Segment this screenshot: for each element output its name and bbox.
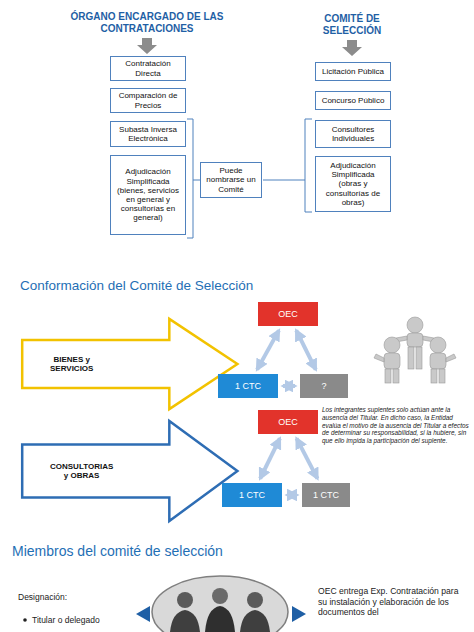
- node-text: CONSULTORIAS y OBRAS: [50, 462, 113, 480]
- people-figures: [374, 317, 456, 383]
- meeting-illustration: [152, 576, 288, 632]
- connector: [257, 330, 279, 369]
- node-text: ?: [321, 381, 326, 391]
- role-box: 1 CTC: [218, 374, 278, 398]
- node-text: Concurso Público: [322, 96, 385, 105]
- blue-arrow: [292, 606, 306, 622]
- down-arrow: [137, 38, 157, 54]
- role-box: ?: [300, 374, 348, 398]
- section-heading: ÓRGANO ENCARGADO DE LAS CONTRATACIONES: [62, 11, 232, 35]
- node-text: Puede nombrarse un Comité: [204, 166, 258, 194]
- body-text: OEC entrega Exp. Contratación para su in…: [318, 586, 468, 618]
- arrow-outline: [20, 420, 240, 522]
- node-text: 1 CTC: [313, 490, 339, 500]
- process-box: Contratación Directa: [110, 56, 186, 81]
- node-text: OEC: [278, 309, 298, 319]
- blue-arrow: [136, 606, 150, 622]
- node-text: Consultores Individuales: [319, 125, 387, 143]
- node-text: 1 CTC: [235, 381, 261, 391]
- connector: [287, 493, 297, 497]
- block-arrow: BIENES y SERVICIOS: [20, 318, 240, 410]
- node-text: 1 CTC: [239, 490, 265, 500]
- node-text: Adjudicación Simplificada (obras y consu…: [319, 161, 387, 207]
- process-box: Licitación Pública: [315, 62, 391, 81]
- process-box: Consultores Individuales: [315, 120, 391, 148]
- section-heading: Conformación del Comité de Selección: [20, 278, 320, 293]
- down-arrow: [342, 40, 362, 56]
- role-box: 1 CTC: [222, 483, 282, 507]
- role-box: OEC: [258, 410, 318, 434]
- process-box: Comparación de Precios: [110, 88, 186, 113]
- node-text: Contratación Directa: [114, 59, 182, 77]
- section-heading: Miembros del comité de selección: [12, 543, 332, 559]
- node-text: Subasta Inversa Electrónica: [114, 125, 182, 143]
- bullet: [23, 618, 27, 622]
- node-text: Comparación de Precios: [114, 91, 182, 109]
- node-text: OEC: [278, 417, 298, 427]
- node-text: Adjudicación Simplificada (bienes, servi…: [114, 167, 182, 222]
- connector: [296, 330, 316, 369]
- role-box: OEC: [258, 302, 318, 326]
- note-text: Los integrantes suplentes solo actúan an…: [322, 406, 470, 445]
- bracket: [187, 119, 200, 238]
- process-box: Subasta Inversa Electrónica: [110, 121, 186, 147]
- process-box: Concurso Público: [315, 91, 391, 110]
- role-box: 1 CTC: [302, 483, 350, 507]
- label-text: Designación:: [18, 592, 118, 602]
- process-box: Puede nombrarse un Comité: [200, 162, 262, 198]
- bracket: [263, 119, 312, 212]
- process-box: Adjudicación Simplificada (bienes, servi…: [110, 155, 186, 235]
- block-arrow: CONSULTORIAS y OBRAS: [20, 420, 240, 522]
- label-text: Titular o delegado: [32, 615, 132, 625]
- connector: [283, 384, 295, 388]
- node-text: Licitación Pública: [322, 67, 384, 76]
- connector: [260, 438, 280, 478]
- connector: [297, 438, 318, 478]
- section-heading: COMITÉ DE SELECCIÓN: [302, 13, 402, 37]
- node-text: BIENES y SERVICIOS: [50, 355, 93, 373]
- process-box: Adjudicación Simplificada (obras y consu…: [315, 156, 391, 212]
